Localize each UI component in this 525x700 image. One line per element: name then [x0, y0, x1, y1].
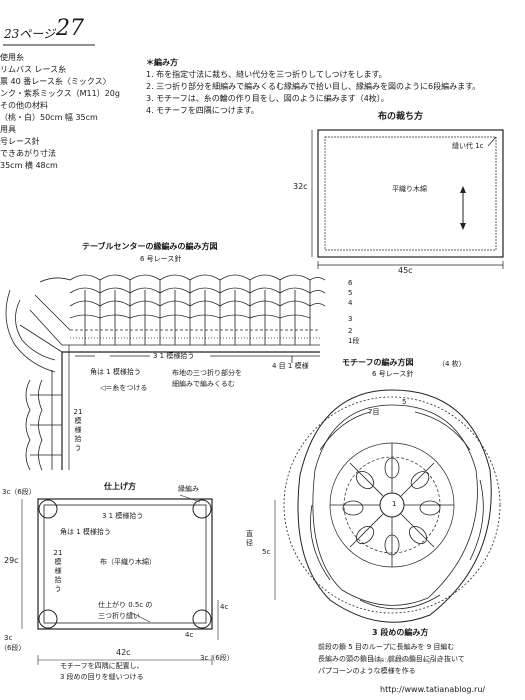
- instruction-step: 3. モチーフは、糸の輪の作り目をし、図のように編みます（4枚）。: [146, 94, 389, 103]
- row3-line: 長編みの頭の鎖目は、前段の鎖目に引き抜いて: [318, 655, 465, 663]
- fabric-seam-label: 縫い代 1c: [452, 142, 484, 150]
- edging-row-label: 5: [348, 289, 353, 297]
- edging-row-label: 2: [348, 327, 353, 335]
- edging-row-label: 1段: [348, 337, 360, 345]
- finish-inner-rect: [43, 504, 207, 624]
- finish-motif-tr: [192, 499, 212, 519]
- fabric-width-label: 45c: [398, 266, 413, 275]
- row3-watermark: http://tatianablog.ru/: [370, 656, 444, 664]
- finishing-hem: 仕上がり 0.5c の: [98, 601, 153, 609]
- edging-side-pick: 21 模様 拾う: [73, 408, 83, 452]
- edging-row-label: 6: [348, 279, 353, 287]
- motif-row-1: 1: [392, 500, 397, 508]
- finishing-dim-right: 4c: [220, 603, 229, 611]
- grain-arrow-top: [460, 186, 466, 193]
- finishing-note: 3 段めの回りを縫いつける: [60, 673, 144, 681]
- edging-corner-label: 角は 1 模様拾う: [90, 368, 141, 376]
- edging-pick-31: 3 1 模様拾う: [153, 352, 195, 360]
- finishing-note: モチーフを四隅に配置し、: [60, 662, 144, 670]
- edging-row-label: 4: [348, 299, 353, 307]
- finishing-diagram: [21, 494, 219, 665]
- materials-other-title: その他の材料: [0, 101, 48, 110]
- finish-motif-tl: [38, 499, 58, 519]
- materials-other-line: （桃・白）50cm 幅 35cm: [0, 113, 98, 122]
- instruction-step: 4. モチーフを四隅につけます。: [146, 106, 259, 115]
- materials-tools-line: 号レース針: [0, 137, 40, 146]
- fabric-height-label: 32c: [293, 182, 308, 191]
- materials-size-line: 35cm 横 48cm: [0, 161, 58, 170]
- instructions-title: ＊編み方: [146, 58, 178, 67]
- row3-title: 3 段めの編み方: [372, 628, 429, 637]
- row3-line: 前段の鎖 5 目のループに長編みを 9 目編む: [318, 643, 455, 651]
- motif-diameter-value: 5c: [262, 548, 271, 556]
- materials-yarn-title: 使用糸: [0, 53, 24, 62]
- motif-row-5: 5: [402, 398, 407, 406]
- finishing-title: 仕上げ方: [104, 482, 136, 491]
- finishing-hem: 三つ折り縫い: [98, 612, 140, 620]
- page-number: 27: [56, 16, 84, 41]
- finishing-center: 布（平織り木綿）: [100, 558, 156, 566]
- finishing-edging-label: 縁編み: [178, 485, 199, 493]
- motif-row-7: 7目: [368, 408, 380, 416]
- fabric-center-label: 平織り木綿: [392, 185, 427, 193]
- materials-size-title: できあがり寸法: [0, 149, 56, 158]
- finish-motif-bl: [38, 609, 58, 629]
- materials-yarn-line: リムバス レース糸: [0, 65, 67, 74]
- motif-chart: [274, 389, 501, 623]
- finishing-dim-bottom: 42c: [116, 648, 131, 657]
- materials-tools-title: 用具: [0, 125, 16, 134]
- finish-motif-br: [192, 609, 212, 629]
- motif-chart-title: モチーフの編み方図: [342, 358, 414, 367]
- grain-arrow-bottom: [460, 223, 466, 230]
- edging-chart-hook: 6 号レース針: [140, 255, 182, 263]
- edging-fabric-wrap: 布地の三つ折り部分を: [172, 369, 242, 377]
- row3-line: パプコーンのような模様を作る: [318, 667, 416, 675]
- edging-attach-label: ◁＝糸をつける: [100, 384, 148, 392]
- instruction-step: 1. 布を指定寸法に裁ち、縫い代分を三つ折りしてしつけをします。: [146, 70, 387, 79]
- finishing-dim-left: 29c: [4, 556, 19, 565]
- page-label: 23ページ: [4, 27, 56, 41]
- instruction-step: 2. 三つ折り部分を細編みで編みくるむ縁編みで拾い目し、縁編みを図のように6段編…: [146, 82, 481, 91]
- finishing-side-pick: 21 模様 拾う: [53, 549, 63, 593]
- edging-fabric-wrap: 細編みで編みくるむ: [172, 380, 235, 388]
- edging-chart-title: テーブルセンターの縁編みの編み方図: [82, 242, 218, 251]
- edging-row-label: 3: [348, 315, 353, 323]
- finishing-corner: 角は 1 模様拾う: [60, 528, 111, 536]
- fabric-inner-rect: [324, 136, 497, 251]
- finishing-dim-right: 4c: [185, 631, 194, 639]
- materials-yarn-line: ンク・紫系ミックス（M11）20g: [0, 89, 120, 98]
- motif-diameter-label: 直 径: [246, 530, 253, 547]
- edging-pick-1: 4 目 1 模様: [272, 362, 309, 370]
- materials-yarn-line: 票 40 番レース糸〈ミックス〉: [0, 77, 111, 86]
- finish-outer-rect: [37, 498, 213, 630]
- finishing-dim-bottom-left: （6段）: [0, 644, 26, 652]
- finishing-pick-31: 3 1 模様拾う: [102, 512, 144, 520]
- fabric-cut-title: 布の裁ち方: [378, 112, 424, 122]
- finishing-dim-bottom-left: 3c: [4, 634, 13, 642]
- edging-chart: [5, 274, 326, 471]
- finishing-dim-bottom-right: 3c（6段）: [200, 654, 234, 662]
- motif-chart-hook: 6 号レース針: [372, 370, 414, 378]
- fabric-outer-rect: [317, 129, 504, 258]
- motif-chart-count: （4 枚）: [438, 360, 466, 368]
- footer-url[interactable]: http://www.tatianablog.ru/: [380, 685, 486, 694]
- finishing-dim-top-left: 3c（6段）: [2, 488, 36, 496]
